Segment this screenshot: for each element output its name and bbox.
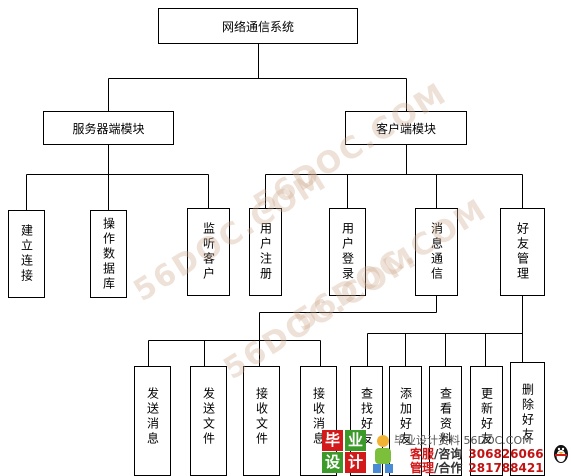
contact-number[interactable]: 281788421: [468, 461, 544, 475]
friend-child-label: 删除好友: [520, 383, 535, 443]
client-child-label: 用户登录: [340, 222, 355, 282]
client-child-node: 用户注册: [249, 208, 282, 296]
friend-child-node: 添加好友: [389, 366, 422, 476]
message-child-node: 发送消息: [134, 366, 171, 476]
client-child-label: 消息通信: [429, 222, 444, 282]
client-child-node: 消息通信: [415, 208, 458, 296]
client-module-node: 客户端模块: [345, 111, 467, 145]
friend-child-label: 查看资料: [438, 387, 453, 447]
contact-label: 客服: [410, 447, 435, 461]
logo-char: 毕: [322, 430, 343, 451]
contact-label: 管理: [410, 461, 435, 475]
client-child-node: 用户登录: [329, 208, 366, 296]
contact-line-manage: 管理/合作 281788421: [410, 459, 544, 476]
figure-icon: [373, 435, 393, 473]
contact-sublabel: /合作: [434, 461, 463, 475]
logo-char: 设: [322, 452, 343, 473]
friend-child-node: 删除好友: [510, 362, 545, 476]
server-child-label: 操作数据库: [101, 216, 116, 292]
logo-char: 业: [345, 430, 366, 451]
server-module-label: 服务器端模块: [72, 121, 145, 136]
site-logo: 毕 业 设 计: [322, 430, 368, 474]
client-child-label: 用户注册: [258, 222, 273, 282]
root-node: 网络通信系统: [158, 8, 358, 44]
message-child-label: 接收文件: [254, 387, 269, 447]
server-child-node: 监听客户: [187, 208, 230, 296]
logo-char: 计: [345, 452, 366, 473]
server-child-label: 监听客户: [201, 222, 216, 282]
contact-sublabel: /咨询: [434, 447, 463, 461]
client-module-label: 客户端模块: [375, 121, 436, 136]
root-node-label: 网络通信系统: [221, 19, 294, 34]
message-child-node: 发送文件: [190, 366, 227, 476]
server-child-node: 操作数据库: [90, 210, 127, 298]
message-child-label: 发送文件: [201, 387, 216, 447]
friend-child-label: 添加好友: [398, 387, 413, 447]
contact-number[interactable]: 306826066: [468, 447, 544, 461]
message-child-label: 发送消息: [145, 387, 160, 447]
contact-line-support: 客服/咨询 306826066: [410, 445, 544, 462]
banner-title: 毕业设计资料 56DOC.COM: [394, 434, 532, 447]
client-child-label: 好友管理: [515, 222, 530, 282]
friend-child-label: 更新好友: [479, 387, 494, 447]
client-child-node: 好友管理: [500, 208, 545, 296]
server-child-node: 建立连接: [8, 210, 45, 298]
server-child-label: 建立连接: [19, 224, 34, 284]
qq-penguin-icon[interactable]: [552, 442, 570, 464]
friend-child-node: 查看资料: [429, 366, 462, 476]
message-child-node: 接收文件: [243, 366, 280, 476]
server-module-node: 服务器端模块: [43, 111, 174, 145]
